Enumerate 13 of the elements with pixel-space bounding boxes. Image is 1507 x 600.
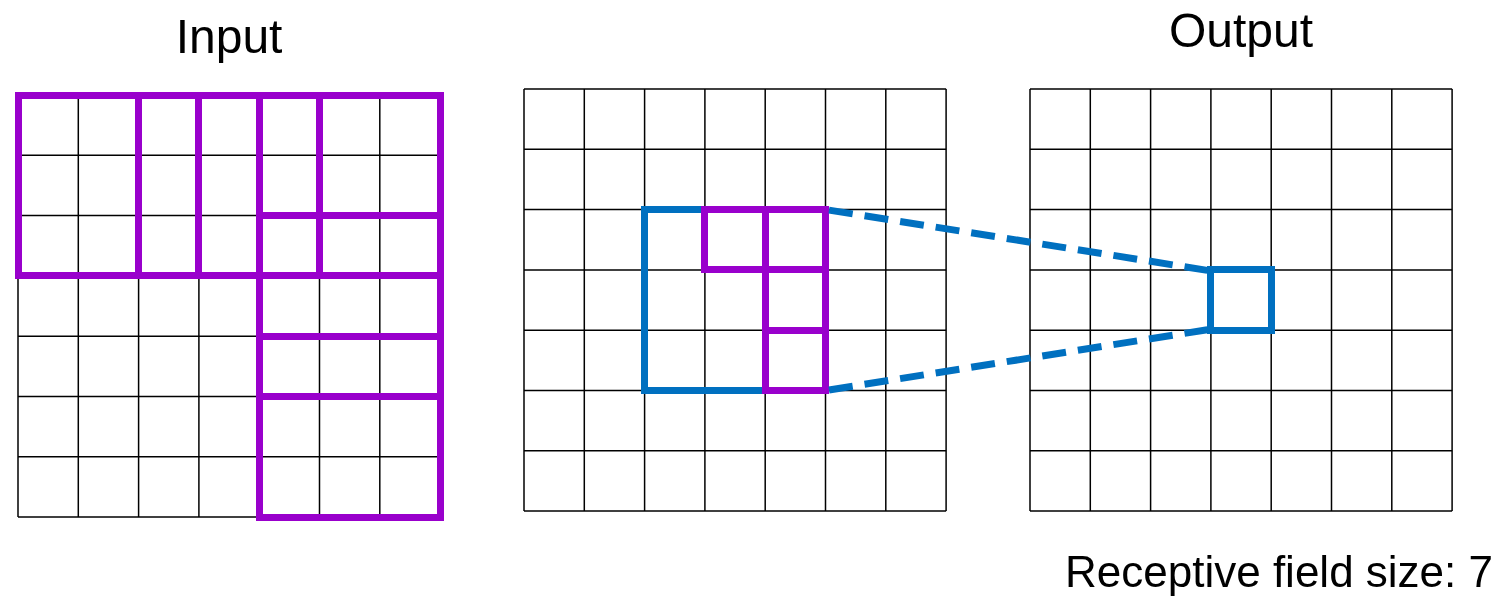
output-cell <box>1207 266 1275 334</box>
dashed-connector <box>828 206 1208 274</box>
kernel-window-outline <box>14 91 203 280</box>
kernel-window-outline <box>135 91 323 280</box>
grid-title: Output <box>1168 3 1315 59</box>
feature-grid <box>524 89 947 512</box>
kernel-window-outline <box>255 212 444 400</box>
dashed-connector <box>828 326 1208 394</box>
kernel-window-outline <box>255 91 444 280</box>
receptive-field-region <box>641 206 829 394</box>
caption-text: Receptive field size: 7 <box>1065 546 1493 598</box>
kernel-window-outline <box>255 332 444 521</box>
grid-title: Input <box>174 9 284 65</box>
